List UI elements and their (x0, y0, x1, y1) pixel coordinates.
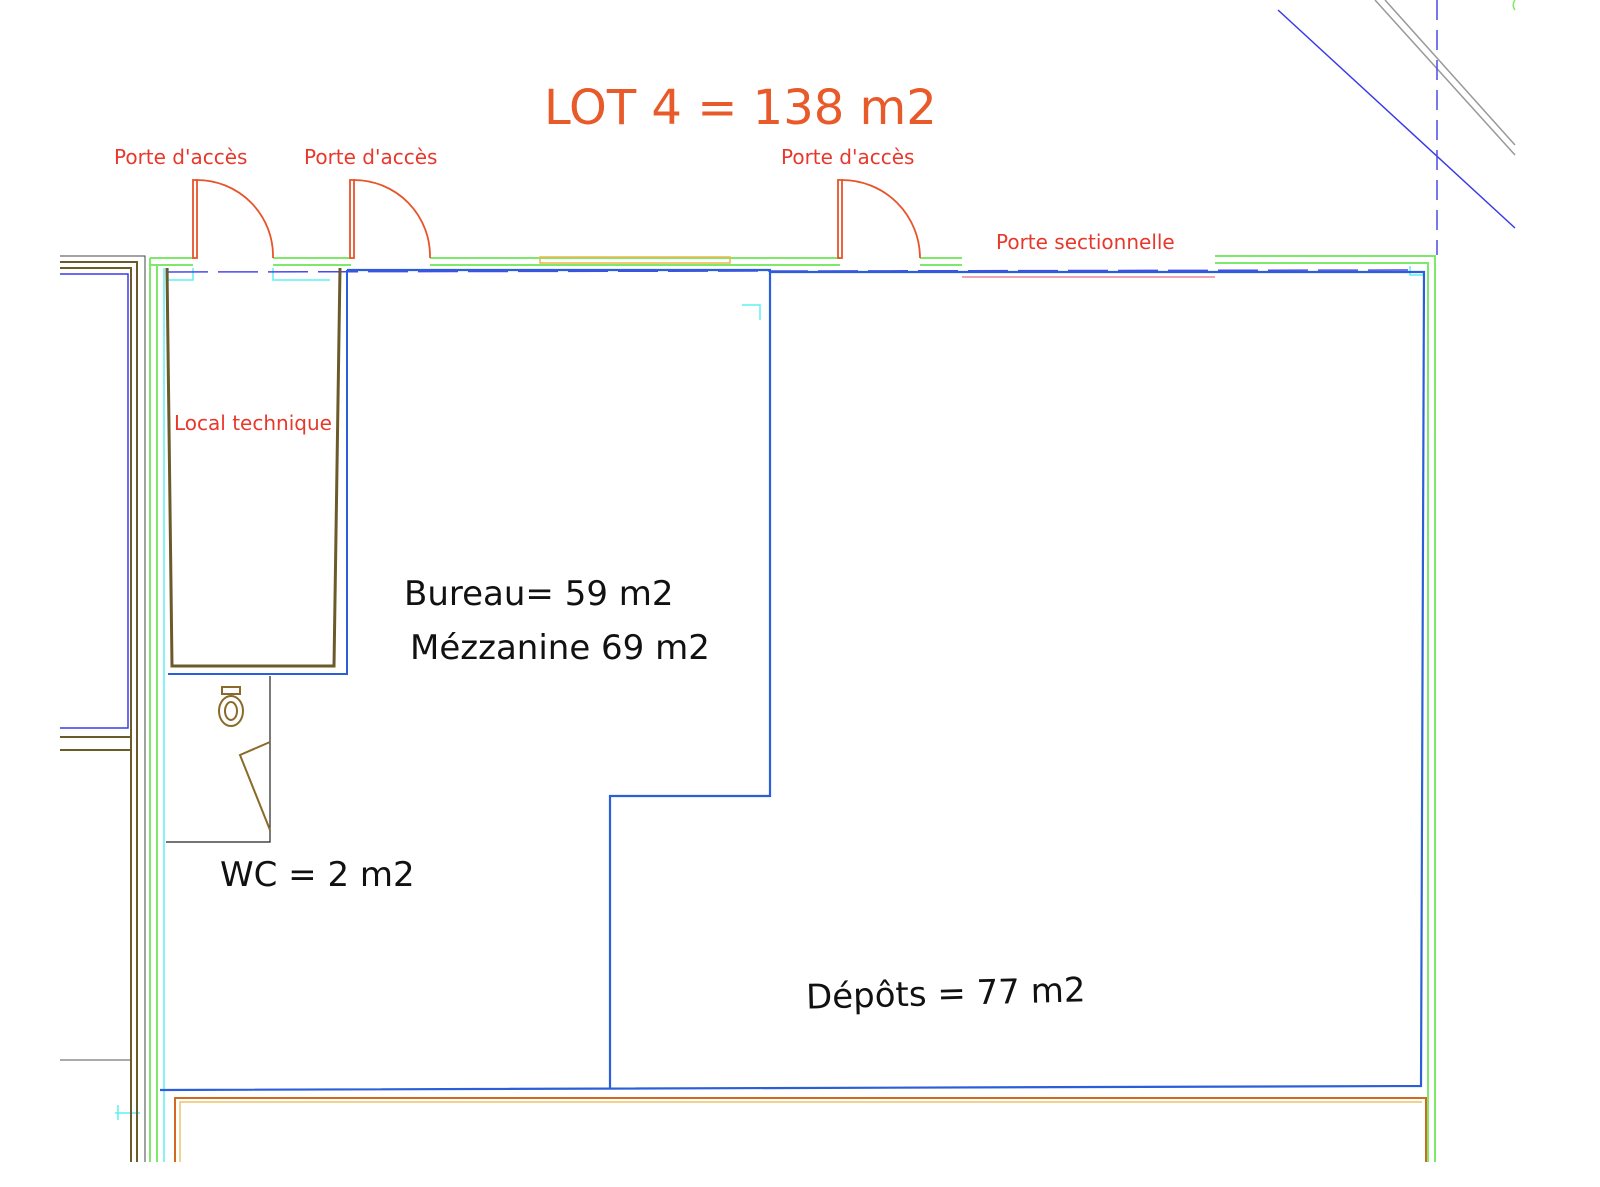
diagonal-line (1277, 9, 1516, 229)
diagonal-line (1374, 0, 1516, 156)
door-swing (192, 179, 921, 259)
diagonal-line (1384, 0, 1516, 146)
sectional-door-label: Porte sectionnelle (996, 230, 1175, 254)
wc-area-label: WC = 2 m2 (220, 855, 415, 895)
storage-area-label: Dépôts = 77 m2 (805, 970, 1086, 1018)
partition (159, 268, 1426, 1092)
lot-title: LOT 4 = 138 m2 (544, 80, 937, 136)
mezzanine-area-label: Mézzanine 69 m2 (410, 628, 710, 668)
wc-room (166, 676, 271, 843)
office-area-label: Bureau= 59 m2 (404, 574, 674, 614)
door-label: Porte d'accès (304, 145, 438, 169)
toilet-icon (218, 686, 271, 831)
exterior-wall (149, 255, 1436, 1162)
door-label: Porte d'accès (781, 145, 915, 169)
door-label: Porte d'accès (114, 145, 248, 169)
technical-room-wall (165, 267, 342, 668)
technical-room-label: Local technique (174, 411, 332, 435)
